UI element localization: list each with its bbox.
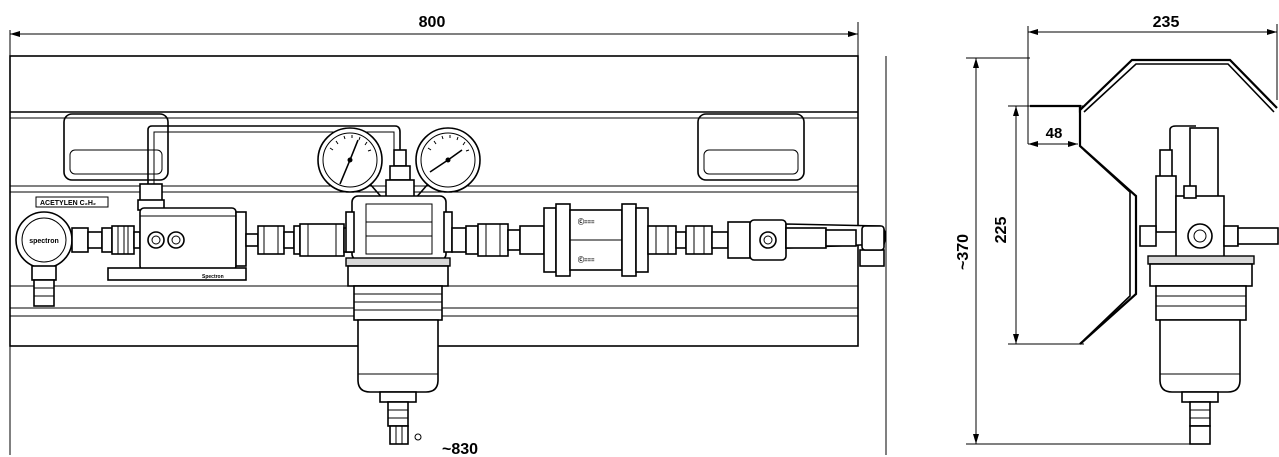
dimension-label-235: 235 (1153, 14, 1180, 31)
front-view: 800 ACETYLEN (9, 14, 887, 457)
side-view: 235 ~370 225 48 (955, 14, 1279, 445)
flashback-arrestor: Ⓒ=== Ⓒ=== (543, 203, 677, 277)
svg-text:Spectron: Spectron (202, 274, 224, 280)
brand-label: spectron (29, 238, 59, 245)
ball-valve (675, 219, 887, 267)
mounting-rail (9, 55, 887, 455)
mid-left-fittings (245, 223, 359, 257)
dimension-label-370: ~370 (955, 234, 972, 270)
svg-text:Ⓒ===: Ⓒ=== (578, 256, 595, 264)
side-regulator (1139, 125, 1279, 445)
pressure-regulator (317, 127, 481, 445)
wall-bracket-profile (1030, 58, 1278, 345)
dimension-235: 235 (1027, 14, 1278, 106)
inlet-gauge: spectron (15, 211, 103, 307)
mid-right-fittings (451, 223, 545, 257)
dimension-800: 800 (9, 14, 859, 60)
svg-text:ACETYLEN C₂H₂: ACETYLEN C₂H₂ (40, 200, 96, 207)
dimension-370: ~370 (955, 57, 1200, 445)
gas-tube (147, 125, 401, 186)
dimension-48: 48 (1027, 106, 1078, 147)
dimension-225: 225 (993, 105, 1084, 345)
gas-tag: ACETYLEN C₂H₂ (35, 196, 109, 208)
dimension-label-800: 800 (419, 14, 446, 31)
left-fittings (101, 225, 141, 255)
dimension-label-225: 225 (993, 217, 1010, 244)
dimension-label-830: ~830 (442, 441, 478, 457)
dimension-label-48: 48 (1046, 125, 1063, 142)
svg-text:Ⓒ===: Ⓒ=== (578, 218, 595, 226)
solenoid-valve: Spectron (107, 183, 247, 281)
